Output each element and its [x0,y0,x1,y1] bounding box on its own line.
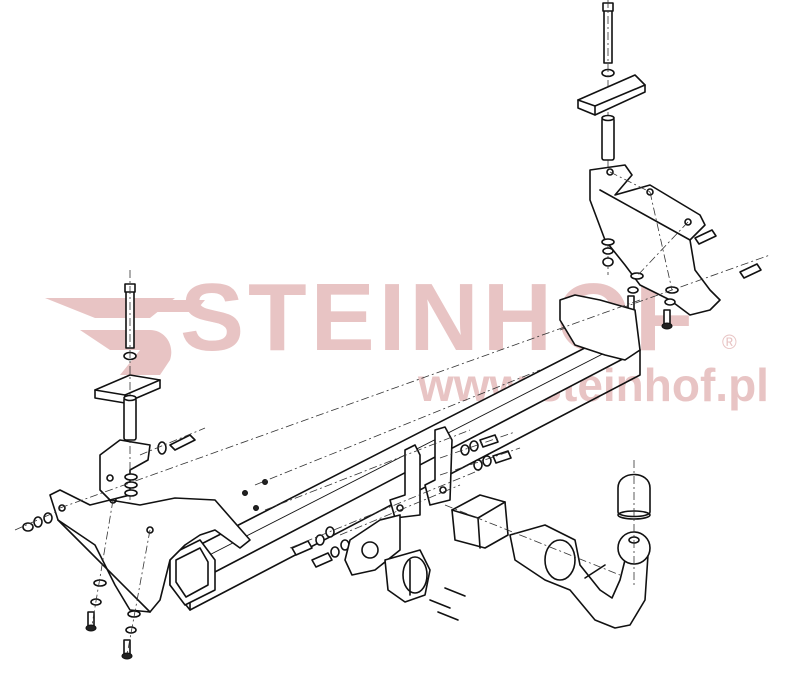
left-clamp-plate [94,374,161,404]
steinhof-logo-icon [45,298,205,375]
electrical-socket [384,549,431,603]
left-long-bolt [123,270,137,500]
center-washers-bolts [439,431,521,476]
socket-screws [429,587,466,621]
right-end-plate [559,294,641,361]
center-mount-tabs [389,426,453,519]
left-washers-nuts [14,427,206,532]
socket-mount-bolts [291,526,350,568]
ball-neck [509,524,649,629]
receiver-block [451,494,509,549]
left-side-bracket [49,439,251,613]
tow-ball-cover [617,460,651,585]
right-spacer-sleeve [601,114,615,161]
assembly-axis-lines [59,171,689,576]
watermark-registered-mark: ® [722,332,737,354]
small-nuts [242,479,268,511]
left-bottom-bolts [85,499,151,660]
right-side-bracket [589,164,721,316]
left-spacer-sleeve [123,394,137,441]
right-clamp-plate [577,74,646,116]
